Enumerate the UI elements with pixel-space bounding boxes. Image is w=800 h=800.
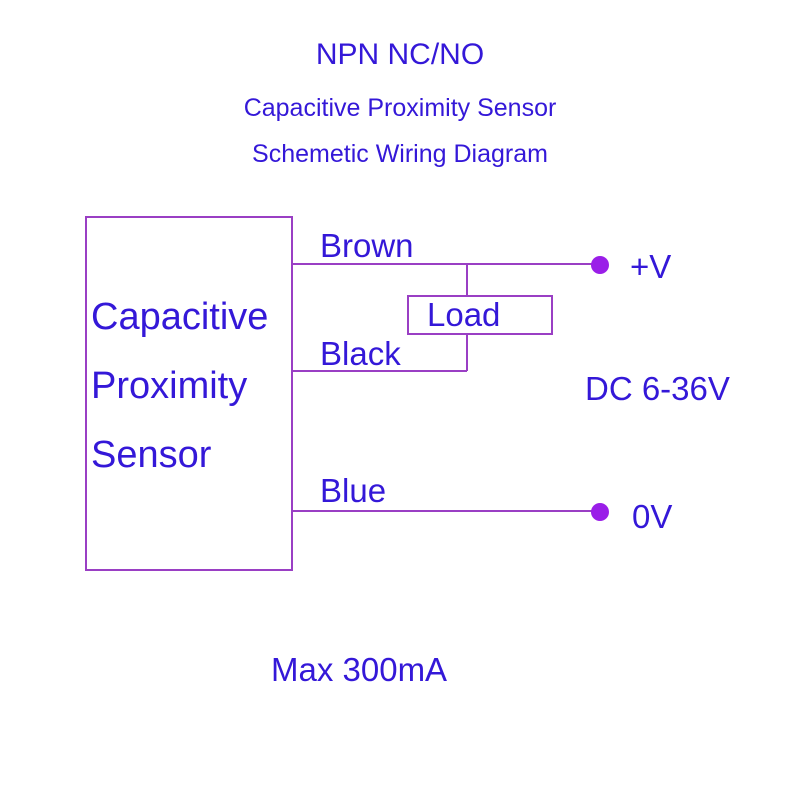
positive-terminal: [591, 256, 609, 274]
black-wire-label: Black: [320, 335, 401, 372]
diagram-title: NPN NC/NO: [315, 38, 485, 71]
positive-terminal-label: +V: [630, 248, 672, 285]
ground-terminal: [591, 503, 609, 521]
load-label: Load: [427, 296, 501, 333]
diagram-subtitle-1: Capacitive Proximity Sensor: [243, 94, 557, 122]
ground-terminal-label: 0V: [632, 498, 673, 535]
diagram-subtitle-2: Schemetic Wiring Diagram: [252, 140, 548, 168]
brown-wire-label: Brown: [320, 227, 414, 264]
sensor-box: [85, 216, 293, 571]
sensor-label-line-2: Proximity: [91, 365, 248, 407]
sensor-label-line-3: Sensor: [91, 434, 212, 476]
sensor-label-line-1: Capacitive: [91, 296, 269, 338]
blue-wire-label: Blue: [320, 472, 387, 509]
max-current-label: Max 300mA: [271, 651, 448, 688]
load-box: [407, 295, 553, 335]
supply-voltage-label: DC 6-36V: [585, 370, 730, 407]
